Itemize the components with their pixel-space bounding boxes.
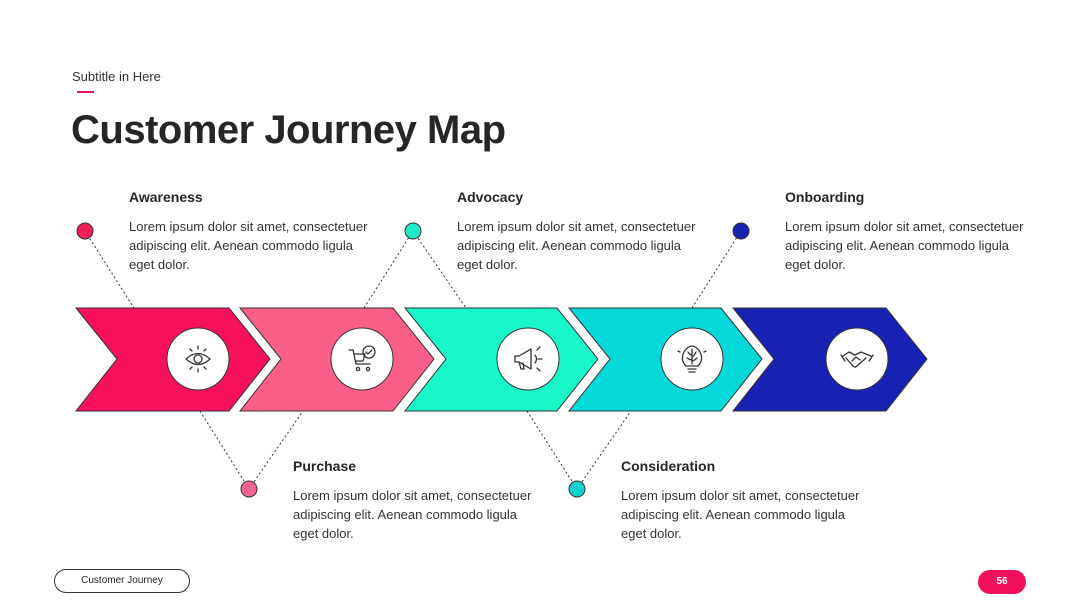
icon-circles (166, 327, 889, 391)
stage-title: Onboarding (785, 189, 865, 205)
subtitle-accent-bar (77, 91, 94, 93)
stage-description: Lorem ipsum dolor sit amet, consectetuer… (129, 219, 368, 272)
brain-bulb-icon (677, 345, 707, 373)
stage-consideration: Consideration Lorem ipsum dolor sit amet… (621, 457, 861, 543)
stage-onboarding: Onboarding Lorem ipsum dolor sit amet, c… (785, 188, 1025, 274)
stage-description: Lorem ipsum dolor sit amet, consectetuer… (457, 219, 696, 272)
page-title: Customer Journey Map (71, 108, 506, 152)
stage-description: Lorem ipsum dolor sit amet, consectetuer… (293, 488, 532, 541)
subtitle: Subtitle in Here (72, 69, 161, 84)
dot-purchase (240, 480, 258, 498)
connector-awareness (84, 230, 135, 309)
stage-title: Purchase (293, 458, 357, 474)
stage-title: Consideration (621, 458, 716, 474)
connector-lines (84, 230, 742, 490)
stage-awareness: Awareness Lorem ipsum dolor sit amet, co… (129, 188, 369, 274)
icon-circle-awareness (166, 327, 230, 391)
connector-advocacy-right (412, 230, 467, 309)
connector-consideration-left (526, 410, 578, 490)
dot-awareness (76, 222, 94, 240)
stage-title: Advocacy (457, 189, 524, 205)
stage-dots (76, 222, 750, 498)
connector-onboarding (691, 230, 742, 309)
handshake-icon (840, 351, 874, 368)
connector-advocacy-left (363, 230, 414, 309)
stage-description: Lorem ipsum dolor sit amet, consectetuer… (621, 488, 860, 541)
shopping-cart-icon (348, 345, 376, 372)
stage-advocacy: Advocacy Lorem ipsum dolor sit amet, con… (457, 188, 697, 274)
stage-title: Awareness (129, 189, 203, 205)
stage-purchase: Purchase Lorem ipsum dolor sit amet, con… (293, 457, 533, 543)
megaphone-icon (514, 346, 543, 372)
eye-icon (185, 345, 211, 373)
dot-advocacy (404, 222, 422, 240)
footer-section-label: Customer Journey (54, 569, 190, 593)
stage-description: Lorem ipsum dolor sit amet, consectetuer… (785, 219, 1024, 272)
icon-circle-purchase (330, 327, 394, 391)
page-number-badge: 56 (978, 570, 1026, 594)
icon-circle-advocacy (496, 327, 560, 391)
connector-purchase-left (199, 410, 250, 490)
dot-consideration (568, 480, 586, 498)
icon-circle-onboarding (825, 327, 889, 391)
dot-onboarding (732, 222, 750, 240)
